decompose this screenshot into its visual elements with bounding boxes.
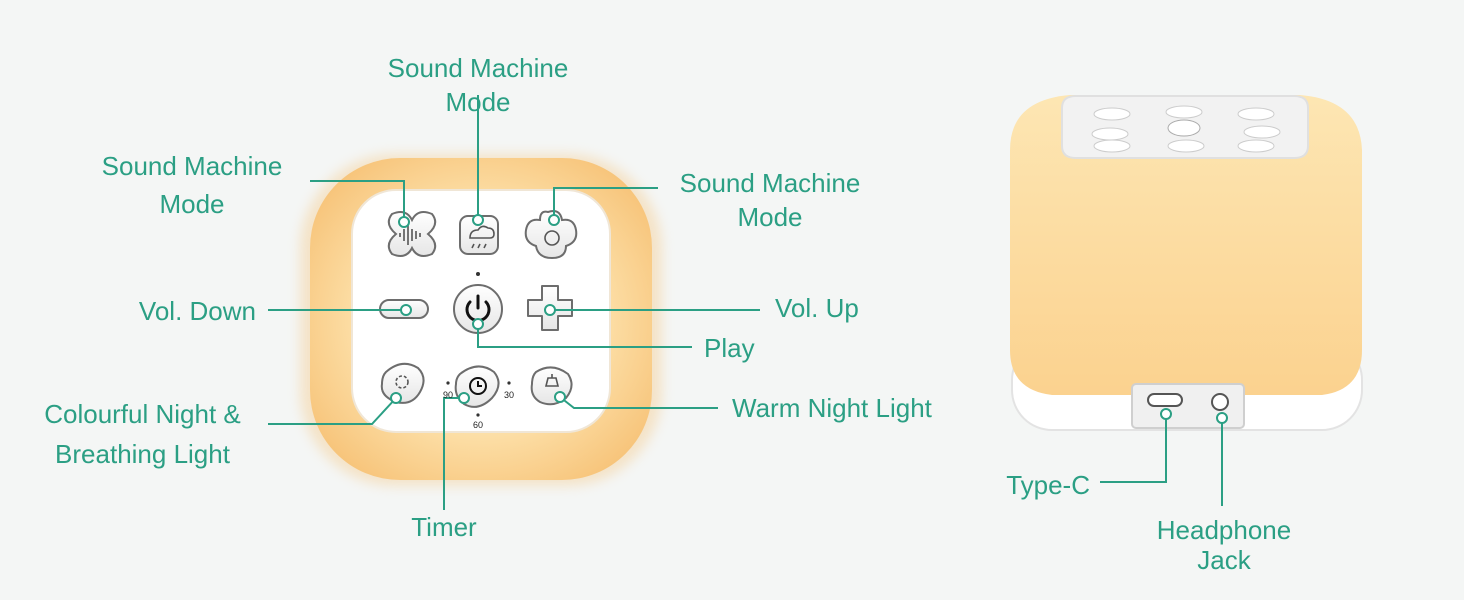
label-colourful-light: Colourful Night & Breathing Light bbox=[20, 398, 265, 472]
label-sound-mode-top: Sound Machine Mode bbox=[372, 52, 584, 120]
power-play-button[interactable] bbox=[453, 272, 503, 334]
label-sound-mode-left: Sound Machine Mode bbox=[86, 150, 298, 222]
device-side-view bbox=[1010, 95, 1363, 431]
label-line: Colourful Night & bbox=[44, 399, 241, 429]
label-headphone-jack: Headphone Jack bbox=[1134, 514, 1314, 578]
timer-mark-90: 90 bbox=[443, 390, 453, 400]
headphone-jack-port[interactable] bbox=[1211, 393, 1229, 411]
label-line: Sound Machine bbox=[101, 151, 283, 181]
label-line: Sound Machine bbox=[387, 53, 569, 83]
cloud-rain-icon bbox=[469, 225, 495, 249]
lamp-icon bbox=[544, 374, 560, 387]
baby-sound-button[interactable] bbox=[524, 210, 578, 260]
label-sound-mode-right: Sound Machine Mode bbox=[664, 167, 876, 235]
label-vol-up: Vol. Up bbox=[775, 293, 859, 323]
label-line: Breathing Light bbox=[55, 438, 230, 469]
label-line: Mode bbox=[737, 201, 803, 232]
label-vol-down: Vol. Down bbox=[138, 296, 256, 326]
type-c-port[interactable] bbox=[1147, 393, 1183, 407]
label-timer: Timer bbox=[411, 512, 477, 542]
label-play: Play bbox=[704, 333, 755, 363]
waveform-icon bbox=[399, 225, 421, 245]
colour-light-button[interactable] bbox=[380, 362, 425, 404]
clock-icon bbox=[469, 377, 487, 395]
label-type-c: Type-C bbox=[1006, 470, 1090, 500]
label-line: Sound Machine bbox=[679, 168, 861, 198]
timer-mark-60: 60 bbox=[473, 420, 483, 430]
timer-mark-30: 30 bbox=[504, 390, 514, 400]
label-line: Headphone bbox=[1156, 515, 1292, 545]
label-warm-light: Warm Night Light bbox=[732, 393, 932, 423]
label-line: Jack bbox=[1197, 544, 1251, 575]
colour-cycle-icon bbox=[395, 375, 409, 389]
callout-lines bbox=[268, 95, 760, 510]
wave-sound-button[interactable] bbox=[387, 211, 437, 257]
label-line: Mode bbox=[445, 86, 511, 117]
baby-face-icon bbox=[544, 230, 560, 246]
callout-lines-side bbox=[1100, 408, 1228, 506]
label-line: Mode bbox=[159, 188, 225, 219]
